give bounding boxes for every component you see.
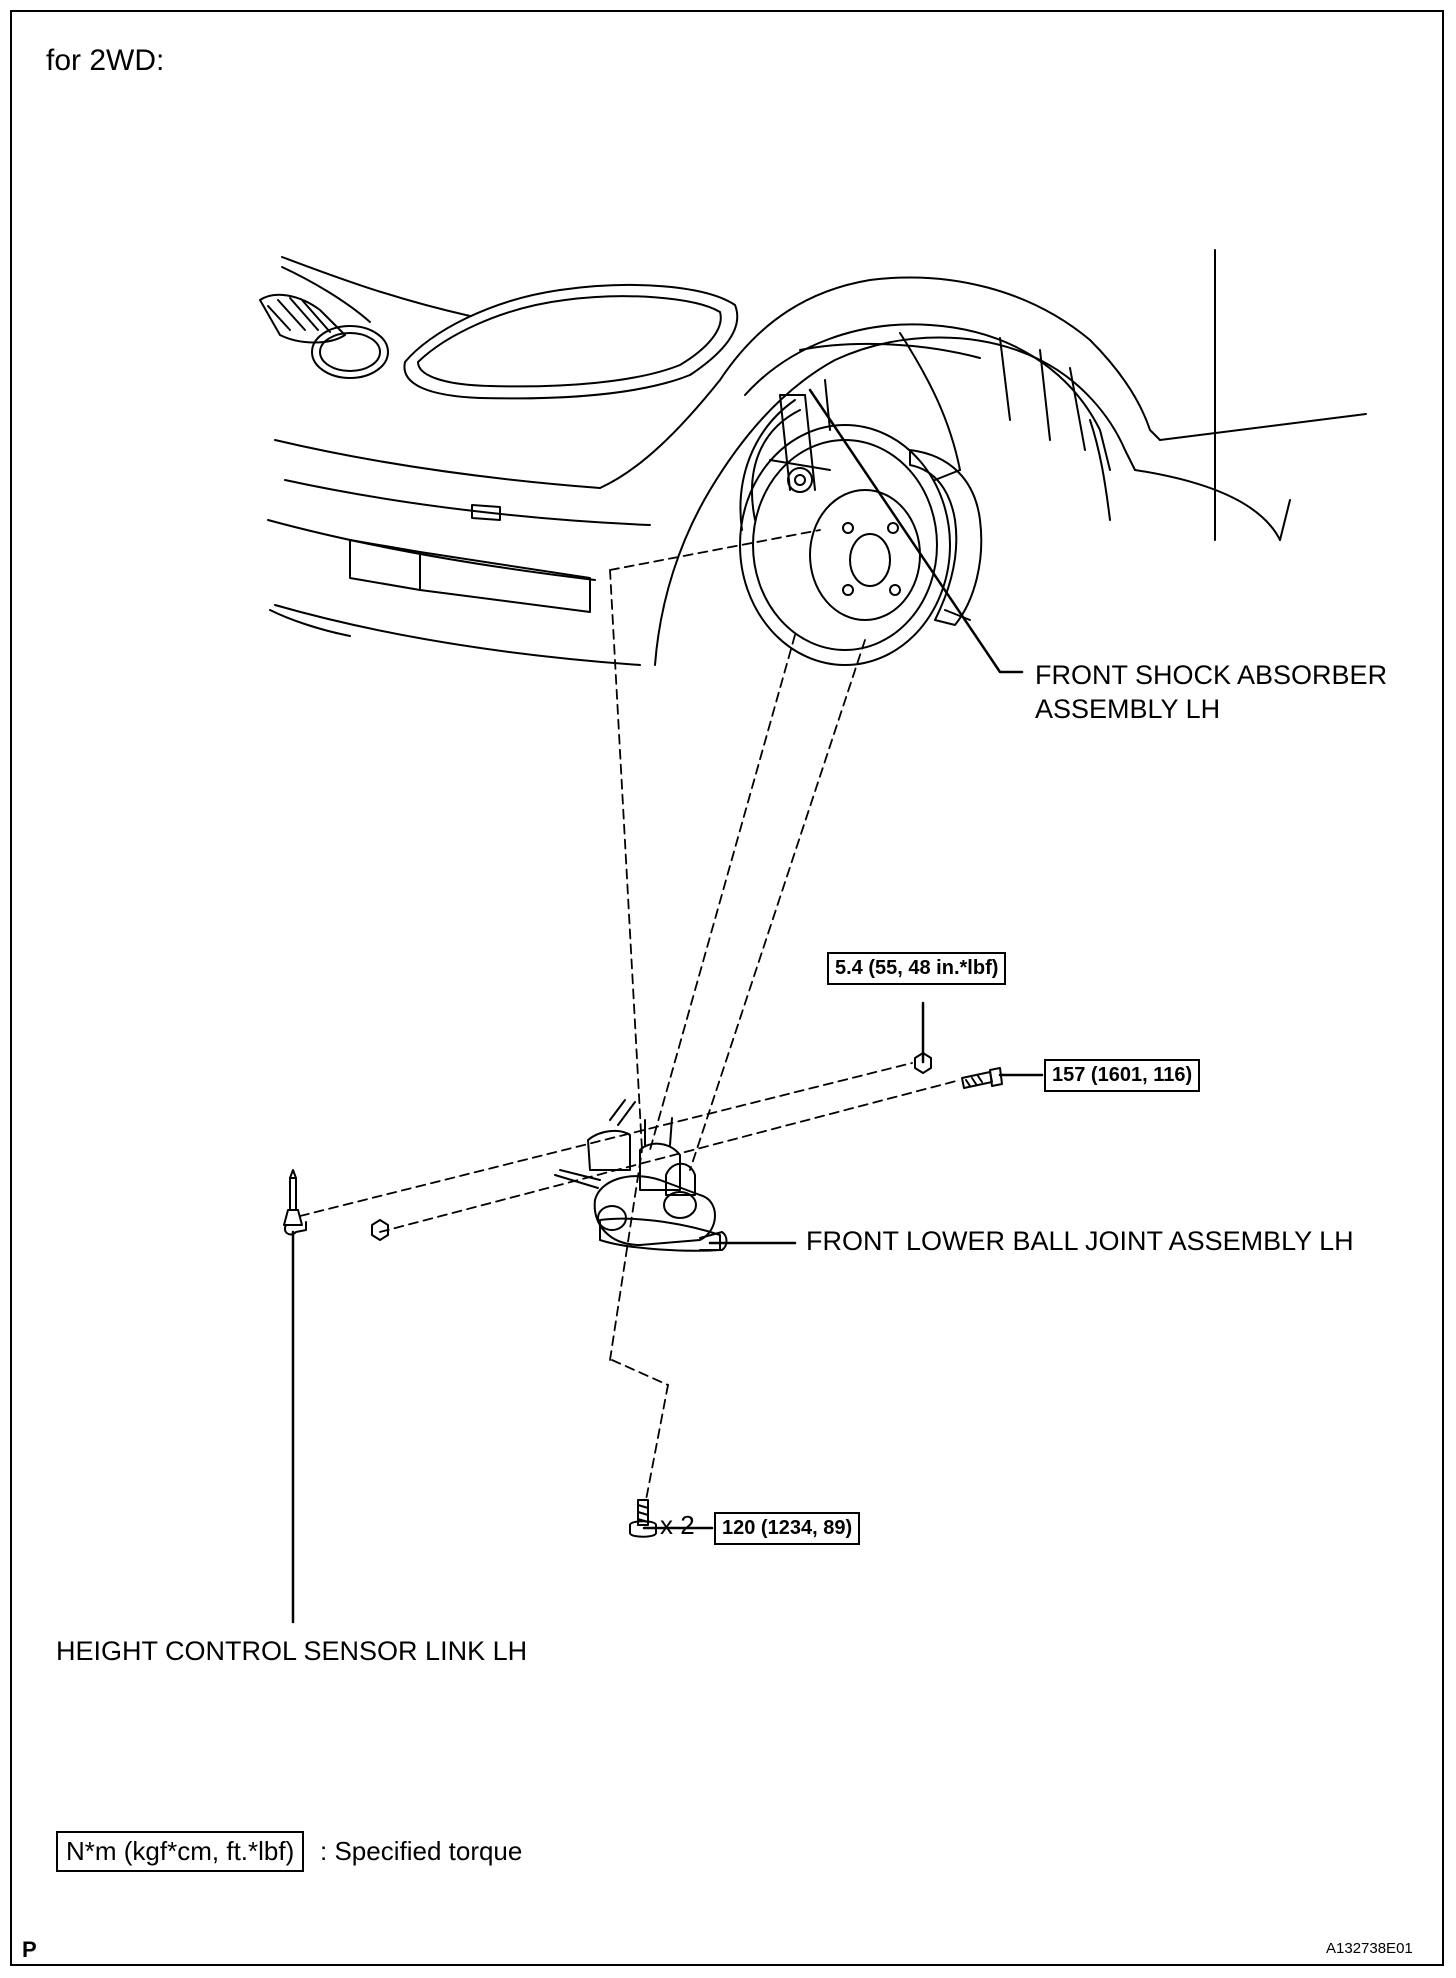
height-sensor-link-part [283, 1169, 307, 1236]
torque-box-through-bolt: 157 (1601, 116) [1044, 1059, 1201, 1092]
vehicle-front-body [259, 249, 1367, 666]
footer-left-mark: P [22, 1937, 37, 1962]
label-ball-joint: FRONT LOWER BALL JOINT ASSEMBLY LH [806, 1226, 1354, 1256]
fasteners [371, 1052, 1003, 1538]
torque-box-lower-bolts: 120 (1234, 89) [714, 1512, 861, 1545]
label-shock-absorber-line1: FRONT SHOCK ABSORBER [1035, 660, 1388, 690]
torque-box-nut: 5.4 (55, 48 in.*lbf) [827, 952, 1007, 985]
figure-id: A132738E01 [1326, 1940, 1413, 1957]
ball-joint-assembly [554, 1099, 728, 1252]
brake-disc-hub [739, 379, 983, 666]
page-heading: for 2WD: [46, 44, 165, 77]
label-shock-absorber-line2: ASSEMBLY LH [1035, 694, 1221, 724]
label-height-sensor-link: HEIGHT CONTROL SENSOR LINK LH [56, 1636, 528, 1666]
legend-unit-box: N*m (kgf*cm, ft.*lbf) [56, 1831, 305, 1872]
legend-description: : Specified torque [320, 1836, 523, 1866]
dashed-guide-lines [299, 529, 961, 1501]
label-quantity: x 2 [660, 1510, 695, 1540]
figure-frame [10, 10, 1444, 1966]
leader-lines [291, 388, 1044, 1624]
